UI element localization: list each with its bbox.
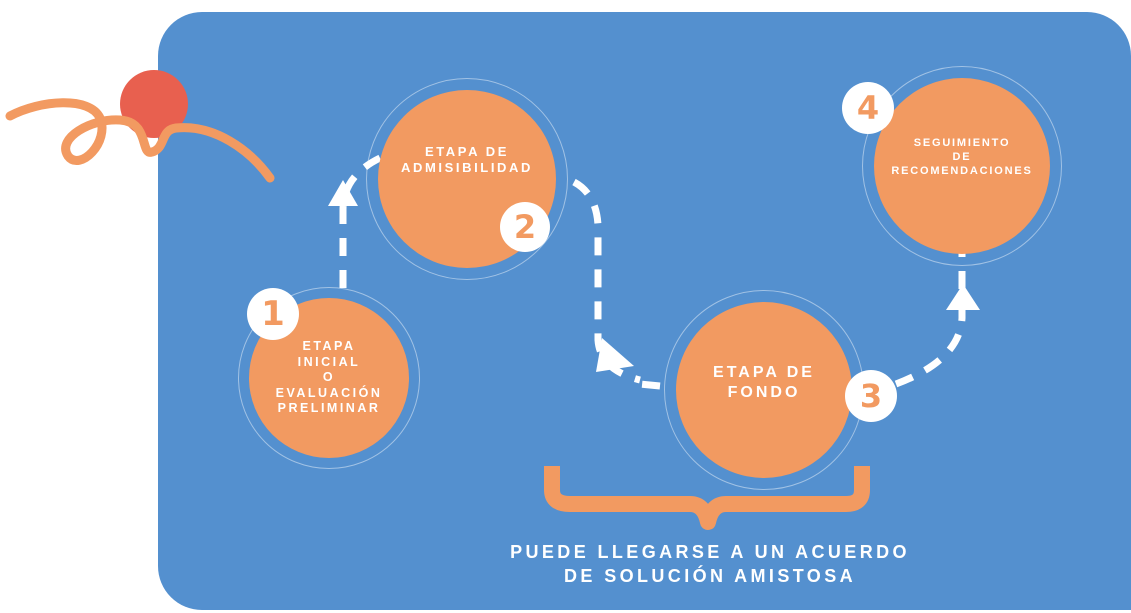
arrow-2-to-3 [572,178,641,384]
step-1-ring [238,287,420,469]
step-3-label: ETAPA DE FONDO [713,364,815,401]
step-4-number-badge: 4 [842,82,894,134]
arrow-3-to-4 [894,246,966,388]
step-1-label: ETAPA INICIAL O EVALUACIÓN PRELIMINAR [275,338,383,416]
step-2-label: ETAPA DE ADMISIBILIDAD [400,143,534,175]
squiggle-line [5,98,275,183]
arrowhead-4 [946,284,980,310]
footer-line-1: PUEDE LLEGARSE A UN ACUERDO [510,542,910,562]
footer-line-2: DE SOLUCIÓN AMISTOSA [563,566,856,586]
step-4-ring [862,66,1062,266]
curly-brace [544,466,870,530]
arrowhead-1 [328,180,358,206]
step-3-circle: ETAPA DE FONDO [676,302,852,478]
arrow-2-to-3-tail [639,380,661,390]
step-4-label: SEGUIMIENTO DE RECOMENDACIONES [891,137,1033,177]
red-dot [120,70,188,138]
arrowhead-2 [596,338,634,372]
step-1-number-badge: 1 [247,288,299,340]
step-2-circle: ETAPA DE ADMISIBILIDAD [378,90,556,268]
step-4-circle: SEGUIMIENTO DE RECOMENDACIONES [874,78,1050,254]
amicable-settlement-note: PUEDE LLEGARSE A UN ACUERDO DE SOLUCIÓN … [440,540,980,588]
decorative-doodle [5,70,275,183]
step-2-number-badge: 2 [500,202,550,252]
step-3-number-badge: 3 [845,370,897,422]
step-2-ring [366,78,568,280]
